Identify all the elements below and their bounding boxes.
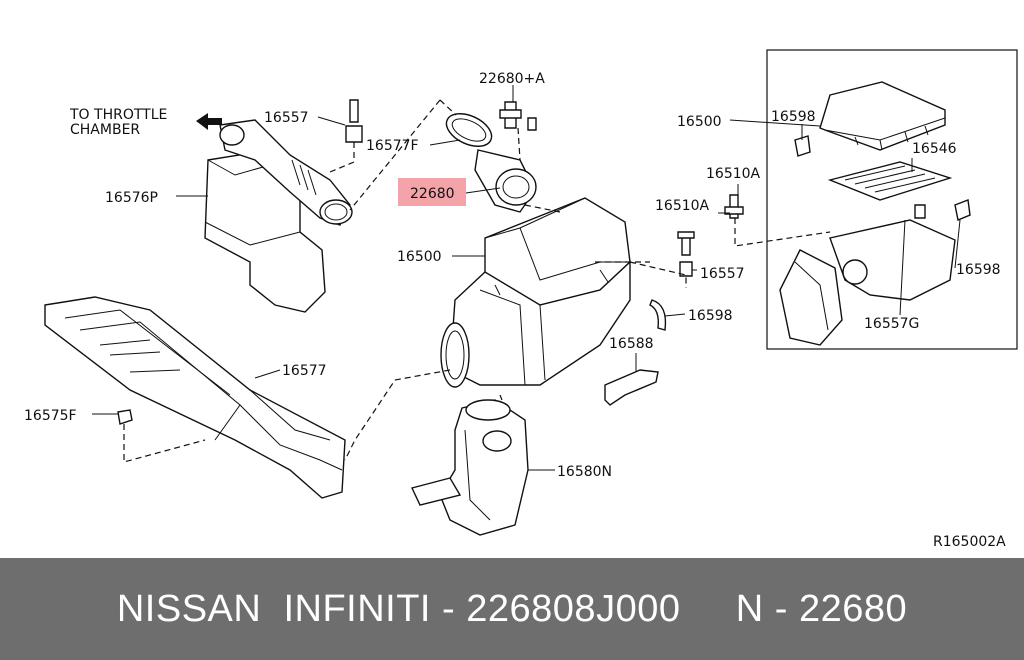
label-16575f: 16575F (24, 408, 77, 424)
label-22680-a: 22680+A (479, 71, 545, 87)
label-16500-box: 16500 (677, 114, 722, 130)
label-16546: 16546 (912, 141, 957, 157)
throttle-note-line2: CHAMBER (70, 122, 140, 138)
label-16500-mid: 16500 (397, 249, 442, 265)
exploded-parts-drawing: TO THROTTLE CHAMBER 22680+A 16557 16577F… (24, 49, 1018, 550)
lower-duct-16580n (411, 399, 529, 536)
clip-16598-mid (649, 299, 667, 331)
part-labels: TO THROTTLE CHAMBER 22680+A 16557 16577F… (24, 71, 1006, 550)
label-16577: 16577 (282, 363, 327, 379)
label-16580n: 16580N (557, 464, 612, 480)
label-16557-top: 16557 (264, 110, 309, 126)
label-16598-box-right: 16598 (956, 262, 1001, 278)
highlight-box (398, 178, 466, 206)
inset-upper-cover (819, 81, 946, 151)
footer-bar: NISSAN INFINITI - 226808J000 N - 22680 (0, 558, 1024, 660)
maf-housing-22680 (445, 101, 537, 213)
label-16598-box-top: 16598 (771, 109, 816, 125)
inset-frame (766, 49, 1018, 350)
inset-filter-element (827, 161, 953, 201)
bracket-16588 (604, 369, 659, 406)
label-16576p: 16576P (105, 190, 158, 206)
intake-duct-16576p (204, 119, 353, 313)
label-22680: 22680 (410, 186, 455, 202)
label-16557-mid: 16557 (700, 266, 745, 282)
part-number-caption: NISSAN INFINITI - 226808J000 N - 22680 (116, 588, 908, 630)
parts-diagram: TO THROTTLE CHAMBER 22680+A 16557 16577F… (24, 49, 1018, 550)
throttle-note-line1: TO THROTTLE (69, 107, 167, 123)
label-16598-mid: 16598 (688, 308, 733, 324)
label-16510a-right: 16510A (706, 166, 761, 182)
inset-lower-case (779, 135, 971, 346)
label-16510a-left: 16510A (655, 198, 710, 214)
arrow-left-icon (196, 113, 222, 130)
label-16557g: 16557G (864, 316, 919, 332)
label-16577f: 16577F (366, 138, 419, 154)
connector-lines (123, 99, 831, 463)
reference-code: R165002A (933, 534, 1006, 550)
air-cleaner-16500 (440, 197, 631, 388)
leader-lines (92, 85, 961, 471)
label-16588: 16588 (609, 336, 654, 352)
grommet-top (345, 99, 363, 143)
grommet-and-bolt (677, 194, 744, 277)
clip-16575f (117, 409, 133, 425)
lower-duct-16577 (44, 296, 346, 499)
